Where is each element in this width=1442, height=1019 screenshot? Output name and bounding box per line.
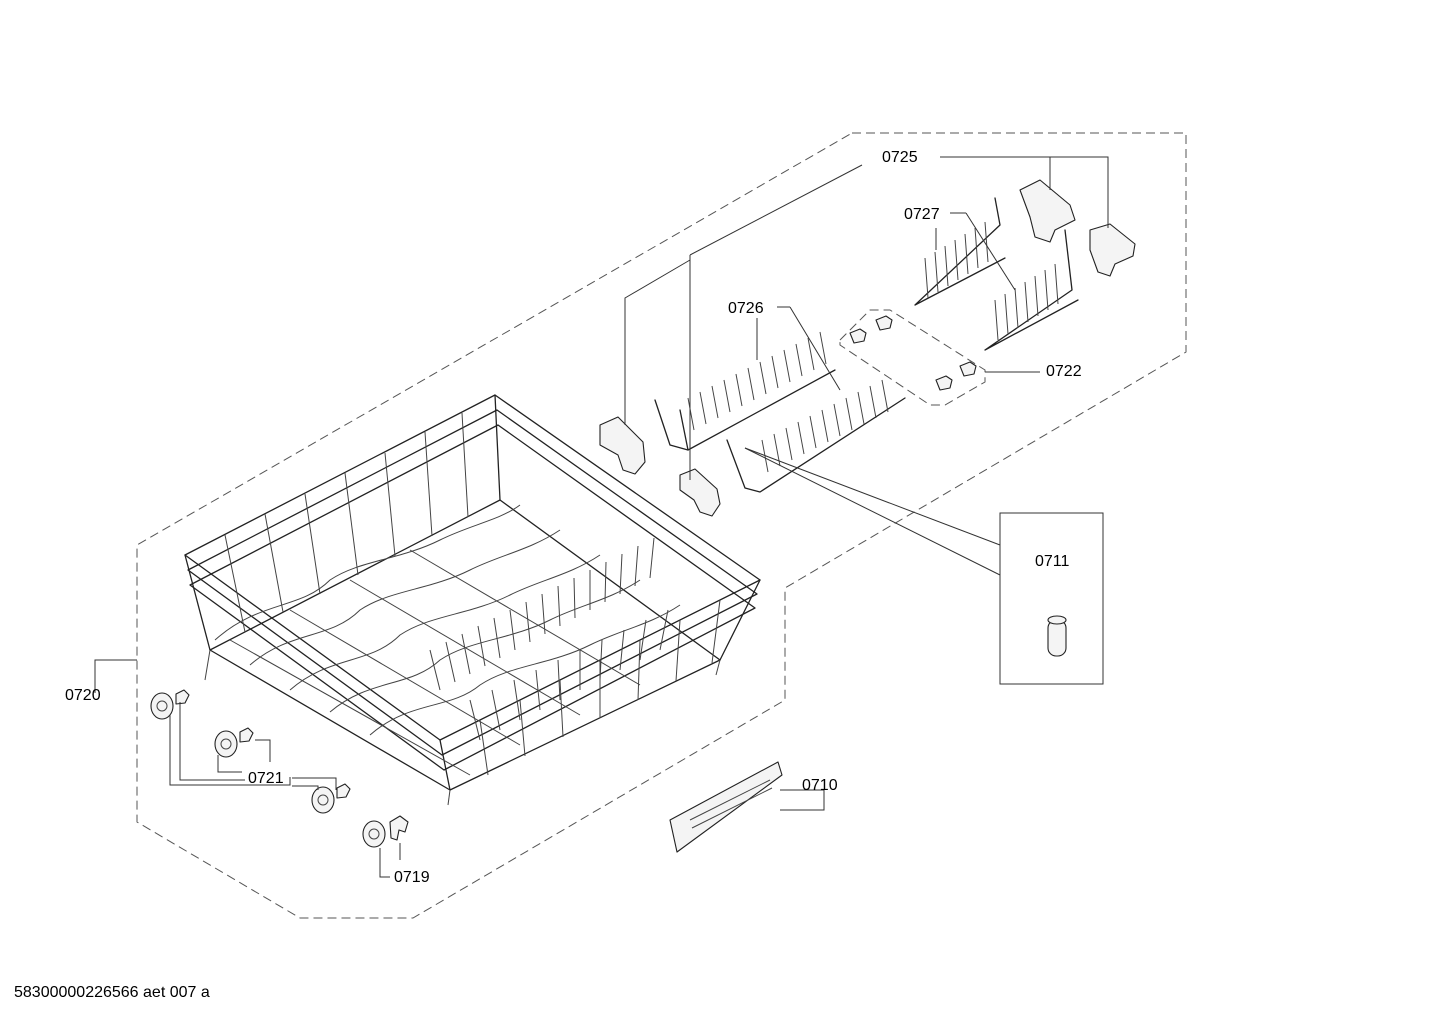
group-0722-outline — [839, 309, 986, 406]
tine-rack-0726 — [654, 331, 906, 493]
callout-0726: 0726 — [728, 300, 764, 317]
part-0711-pin — [1047, 615, 1067, 657]
leader-lines — [94, 156, 1109, 878]
callout-0727: 0727 — [904, 206, 940, 223]
callout-0719: 0719 — [394, 869, 430, 886]
clips-0725 — [599, 179, 1136, 517]
assembly-group-outline — [136, 132, 1187, 919]
document-id: 58300000226566 aet 007 a — [14, 984, 210, 1001]
callout-0710: 0710 — [802, 777, 838, 794]
callout-0725: 0725 — [882, 149, 918, 166]
clips-0722 — [849, 315, 977, 391]
callout-0711: 0711 — [1035, 553, 1070, 570]
callout-0722: 0722 — [1046, 363, 1082, 380]
lower-basket — [184, 394, 761, 806]
label-plate-0710 — [669, 761, 783, 853]
callout-0721: 0721 — [248, 770, 284, 787]
basket-wheels — [150, 689, 409, 848]
basket-tines — [429, 537, 669, 741]
part-0711-box — [999, 512, 1104, 685]
tine-rack-0727 — [914, 197, 1079, 351]
callout-0720: 0720 — [65, 687, 101, 704]
